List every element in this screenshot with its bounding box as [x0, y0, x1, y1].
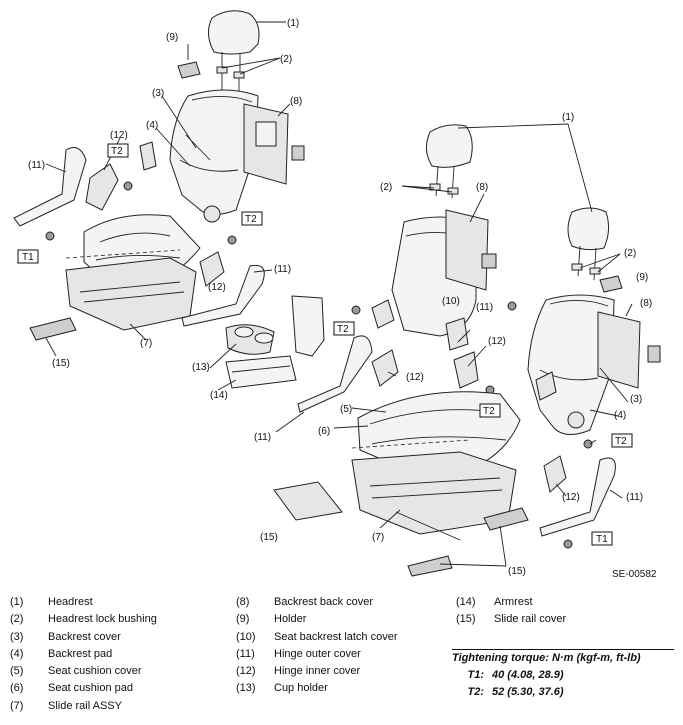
legend-item: (3)Backrest cover [10, 630, 121, 643]
legend-item: (11)Hinge outer cover [236, 647, 361, 660]
torque-row: T2:52 (5.30, 37.6) [467, 686, 564, 698]
legend-item: (4)Backrest pad [10, 647, 113, 660]
legend-item: (9)Holder [236, 613, 307, 626]
headrest-right-b [567, 207, 610, 251]
rail-cover-right-c [407, 555, 453, 577]
callout-1: (1) [562, 112, 574, 123]
legend-column-1: (1)Headrest (2)Headrest lock bushing (3)… [10, 596, 157, 717]
callout-15: (15) [508, 566, 526, 577]
slide-rail-left [65, 257, 197, 331]
callout-8: (8) [290, 96, 302, 107]
tag-t2: T2 [245, 214, 257, 225]
legend-item: (14)Armrest [456, 596, 533, 608]
callout-11: (11) [626, 492, 643, 503]
legend-item: (8)Backrest back cover [236, 596, 374, 608]
callout-12: (12) [110, 130, 128, 141]
tag-t1: T1 [22, 252, 34, 263]
latch-left [291, 145, 305, 161]
callout-3: (3) [152, 88, 164, 99]
legend-item: (1)Headrest [10, 596, 93, 608]
torque-tags: T2 T1 T2 T2 T2 T2 T1 [17, 143, 633, 546]
rail-cover-right-a [273, 481, 343, 521]
callout-12: (12) [562, 492, 580, 503]
callout-8: (8) [476, 182, 488, 193]
callout-labels: (1) (9) (2) (3) (8) (4) (12) (11) (11) (… [28, 18, 652, 577]
parts-legend: (1)Headrest (2)Headrest lock bushing (3)… [0, 596, 683, 725]
callout-11: (11) [254, 432, 271, 443]
back-cover-right [597, 311, 641, 389]
callout-2: (2) [380, 182, 392, 193]
backrest-right [527, 294, 615, 435]
hinge-outer-right [539, 457, 616, 537]
hinge-outer-mid [297, 335, 373, 413]
right-seat-assembly [273, 124, 661, 577]
callout-4: (4) [614, 410, 626, 421]
callout-8: (8) [640, 298, 652, 309]
legend-item: (10)Seat backrest latch cover [236, 630, 398, 643]
legend-column-3: (14)Armrest (15)Slide rail cover [456, 596, 566, 631]
callout-11: (11) [28, 160, 45, 171]
callout-10: (10) [442, 296, 460, 307]
callout-1: (1) [287, 18, 299, 29]
rail-cover-left [29, 317, 77, 341]
callout-9: (9) [636, 272, 648, 283]
legend-item: (13)Cup holder [236, 682, 328, 695]
callout-12: (12) [406, 372, 424, 383]
tag-t1: T1 [596, 534, 608, 545]
back-cover-middle [445, 209, 489, 291]
callout-7: (7) [140, 338, 152, 349]
left-seat-assembly [13, 10, 325, 389]
figure-code: SE-00582 [612, 569, 657, 580]
callout-13: (13) [192, 362, 210, 373]
callout-7: (7) [372, 532, 384, 543]
legend-item: (6)Seat cushion pad [10, 682, 134, 695]
headrest-left [208, 10, 260, 55]
callout-2: (2) [624, 248, 636, 259]
callout-9: (9) [166, 32, 178, 43]
legend-item: (2)Headrest lock bushing [10, 613, 157, 626]
tag-t2: T2 [483, 406, 495, 417]
callout-11: (11) [274, 264, 291, 275]
legend-item: (5)Seat cushion cover [10, 665, 142, 678]
callout-11: (11) [476, 302, 493, 313]
tightening-torque-table: Tightening torque: N·m (kgf-m, ft-lb) T1… [452, 649, 674, 703]
hinge-outer-left [13, 147, 87, 227]
callout-12: (12) [488, 336, 506, 347]
headrest-right-a [426, 124, 473, 168]
legend-column-2: (8)Backrest back cover (9)Holder (10)Sea… [236, 596, 398, 700]
tag-t2: T2 [337, 324, 349, 335]
legend-item: (7)Slide rail ASSY [10, 699, 122, 712]
exploded-seat-diagram: (1) (9) (2) (3) (8) (4) (12) (11) (11) (… [13, 10, 661, 577]
callout-15: (15) [260, 532, 278, 543]
legend-item: (15)Slide rail cover [456, 613, 567, 626]
callout-6: (6) [318, 426, 330, 437]
callout-3: (3) [630, 394, 642, 405]
callout-5: (5) [340, 404, 352, 415]
tag-t2: T2 [615, 436, 627, 447]
callout-14: (14) [210, 390, 228, 401]
armrest [225, 355, 297, 389]
rail-cover-right-b [483, 507, 529, 531]
holder-right [599, 275, 623, 293]
tag-t2: T2 [111, 146, 123, 157]
holder-left [177, 61, 201, 79]
callout-2: (2) [280, 54, 292, 65]
callout-4: (4) [146, 120, 158, 131]
callout-12: (12) [208, 282, 226, 293]
legend-item: (12)Hinge inner cover [236, 665, 361, 678]
cupholder-frame [291, 295, 325, 357]
callout-15: (15) [52, 358, 70, 369]
torque-title: Tightening torque: N·m (kgf-m, ft-lb) [452, 649, 674, 669]
torque-row: T1:40 (4.08, 28.9) [467, 669, 564, 681]
leader-lines [45, 21, 633, 567]
